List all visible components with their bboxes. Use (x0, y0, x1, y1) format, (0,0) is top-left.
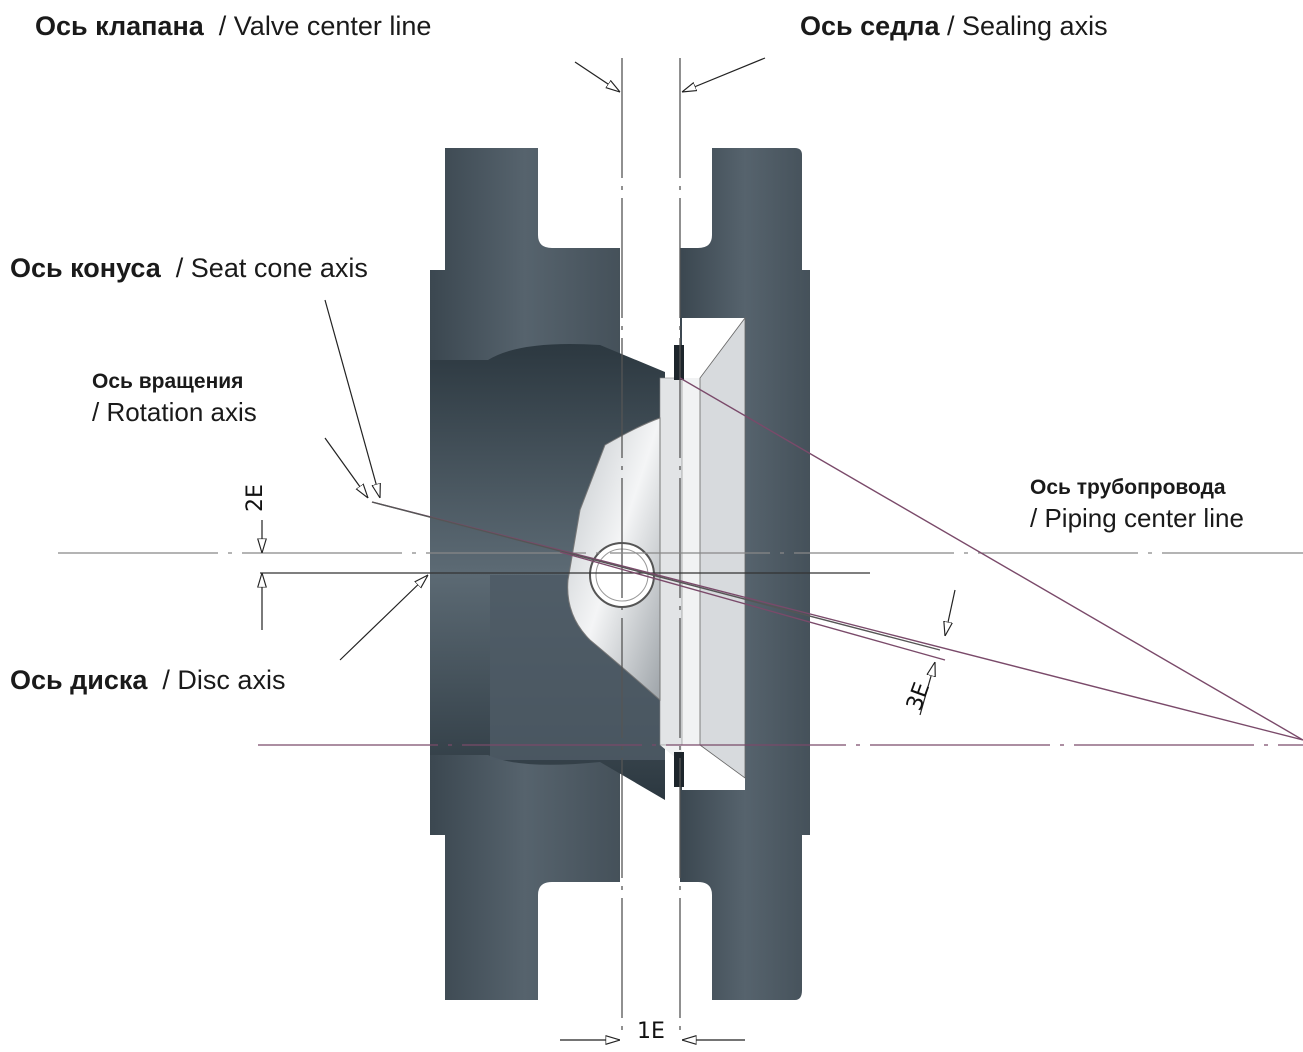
sealing-axis-label-ru: Ось седла (800, 11, 940, 41)
cone-line-upper (679, 377, 1303, 741)
seat-ring (659, 316, 746, 790)
sealing-axis-label-en: / Sealing axis (946, 11, 1108, 41)
cone-axis-label-ru: Ось конуса (10, 253, 161, 283)
disc-axis-label: Ось диска / Disc axis (10, 664, 285, 696)
dim-3e: 3E (902, 679, 935, 714)
center-lines (58, 58, 1303, 1030)
valve-axis-arrow (574, 61, 620, 92)
rotation-axis-label-ru: Ось вращения (92, 370, 244, 393)
sealing-axis-label: Ось седла / Sealing axis (800, 10, 1108, 42)
dim-1e: 1E (637, 1019, 665, 1044)
disc-axis-label-en: / Disc axis (162, 665, 286, 695)
sealing-axis-arrow (682, 57, 766, 92)
piping-axis-label-en: / Piping center line (1030, 503, 1244, 533)
cone-axis-label-en: / Seat cone axis (175, 253, 368, 283)
valve-axis-label-en: / Valve center line (218, 11, 432, 41)
cone-axis-label: Ось конуса / Seat cone axis (10, 252, 368, 284)
disc-axis-arrow (339, 575, 428, 661)
cone-lines (371, 377, 1303, 741)
rotation-axis-label-en: / Rotation axis (92, 397, 257, 427)
cone-axis (371, 501, 1303, 741)
body-bottom-left (538, 882, 620, 1000)
disc-axis-label-ru: Ось диска (10, 665, 148, 695)
valve-axis-label: Ось клапана / Valve center line (35, 10, 431, 42)
valve-axis-label-ru: Ось клапана (35, 11, 204, 41)
cone-axis-arrow (324, 299, 380, 498)
piping-axis-label-ru: Ось трубопровода (1030, 476, 1226, 499)
dim-2e: 2E (243, 484, 268, 512)
rotation-axis-label: Ось вращения / Rotation axis (92, 368, 257, 428)
piping-axis-label: Ось трубопровода / Piping center line (1030, 474, 1244, 534)
rotation-axis-arrow (324, 437, 368, 498)
rotation-axis (371, 501, 941, 651)
leader-arrows (262, 57, 956, 1040)
